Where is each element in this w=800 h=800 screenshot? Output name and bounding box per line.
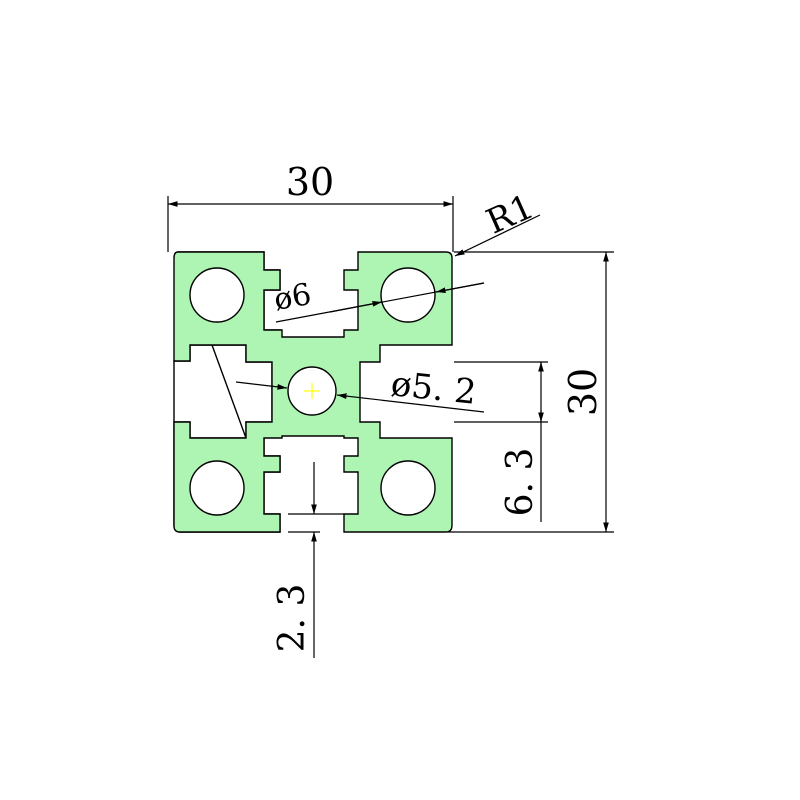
wall-thickness-dimension: 2. 3 (272, 462, 344, 658)
center-hole-label: ø5. 2 (389, 364, 478, 413)
corner-hole-bottom-right (380, 460, 436, 516)
slot-width-label: 6. 3 (500, 448, 541, 517)
width-dimension: 30 (167, 160, 454, 252)
corner-hole-dimension: ø6 (271, 277, 485, 323)
profile-cross-section (173, 251, 453, 533)
center-hole-dimension: ø5. 2 (235, 364, 485, 413)
radius-dimension: R1 (454, 187, 541, 257)
height-dimension: 30 (448, 251, 614, 533)
center-mark (304, 383, 320, 399)
corner-hole-label: ø6 (271, 277, 314, 318)
wall-thickness-label: 2. 3 (272, 584, 313, 653)
corner-hole-bottom-left (189, 460, 245, 516)
corner-hole-top-right (380, 267, 436, 323)
height-label: 30 (561, 368, 605, 416)
width-label: 30 (286, 160, 334, 204)
radius-label: R1 (481, 187, 540, 243)
slot-width-dimension: 6. 3 (454, 361, 548, 522)
corner-hole-top-left (189, 267, 245, 323)
